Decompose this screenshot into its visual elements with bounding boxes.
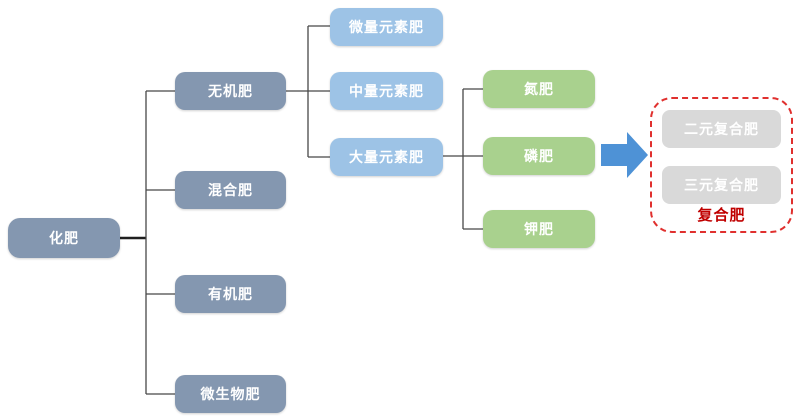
- compound-fertilizer-group: 二元复合肥 三元复合肥 复合肥: [650, 97, 793, 233]
- level3-branch-lines: [286, 25, 330, 158]
- node-linfei: 磷肥: [483, 137, 595, 175]
- node-eryuan-fuhefei: 二元复合肥: [662, 110, 781, 148]
- node-weishengwufei: 微生物肥: [175, 375, 286, 413]
- node-hunhefei: 混合肥: [175, 171, 286, 209]
- right-arrow-icon: [601, 132, 648, 178]
- level4-branch-lines: [443, 88, 483, 230]
- compound-group-caption: 复合肥: [697, 206, 746, 224]
- node-daliang-yuansufei: 大量元素肥: [330, 138, 443, 176]
- node-jiafei: 钾肥: [483, 210, 595, 248]
- node-wujifei: 无机肥: [175, 72, 286, 110]
- node-weiliang-yuansufei: 微量元素肥: [330, 8, 443, 46]
- node-sanyuan-fuhefei: 三元复合肥: [662, 166, 781, 204]
- node-huafei: 化肥: [8, 218, 120, 258]
- node-zhongliang-yuansufei: 中量元素肥: [330, 72, 443, 110]
- level2-branch-lines: [145, 90, 175, 395]
- node-youjifei: 有机肥: [175, 275, 286, 313]
- node-danfei: 氮肥: [483, 70, 595, 108]
